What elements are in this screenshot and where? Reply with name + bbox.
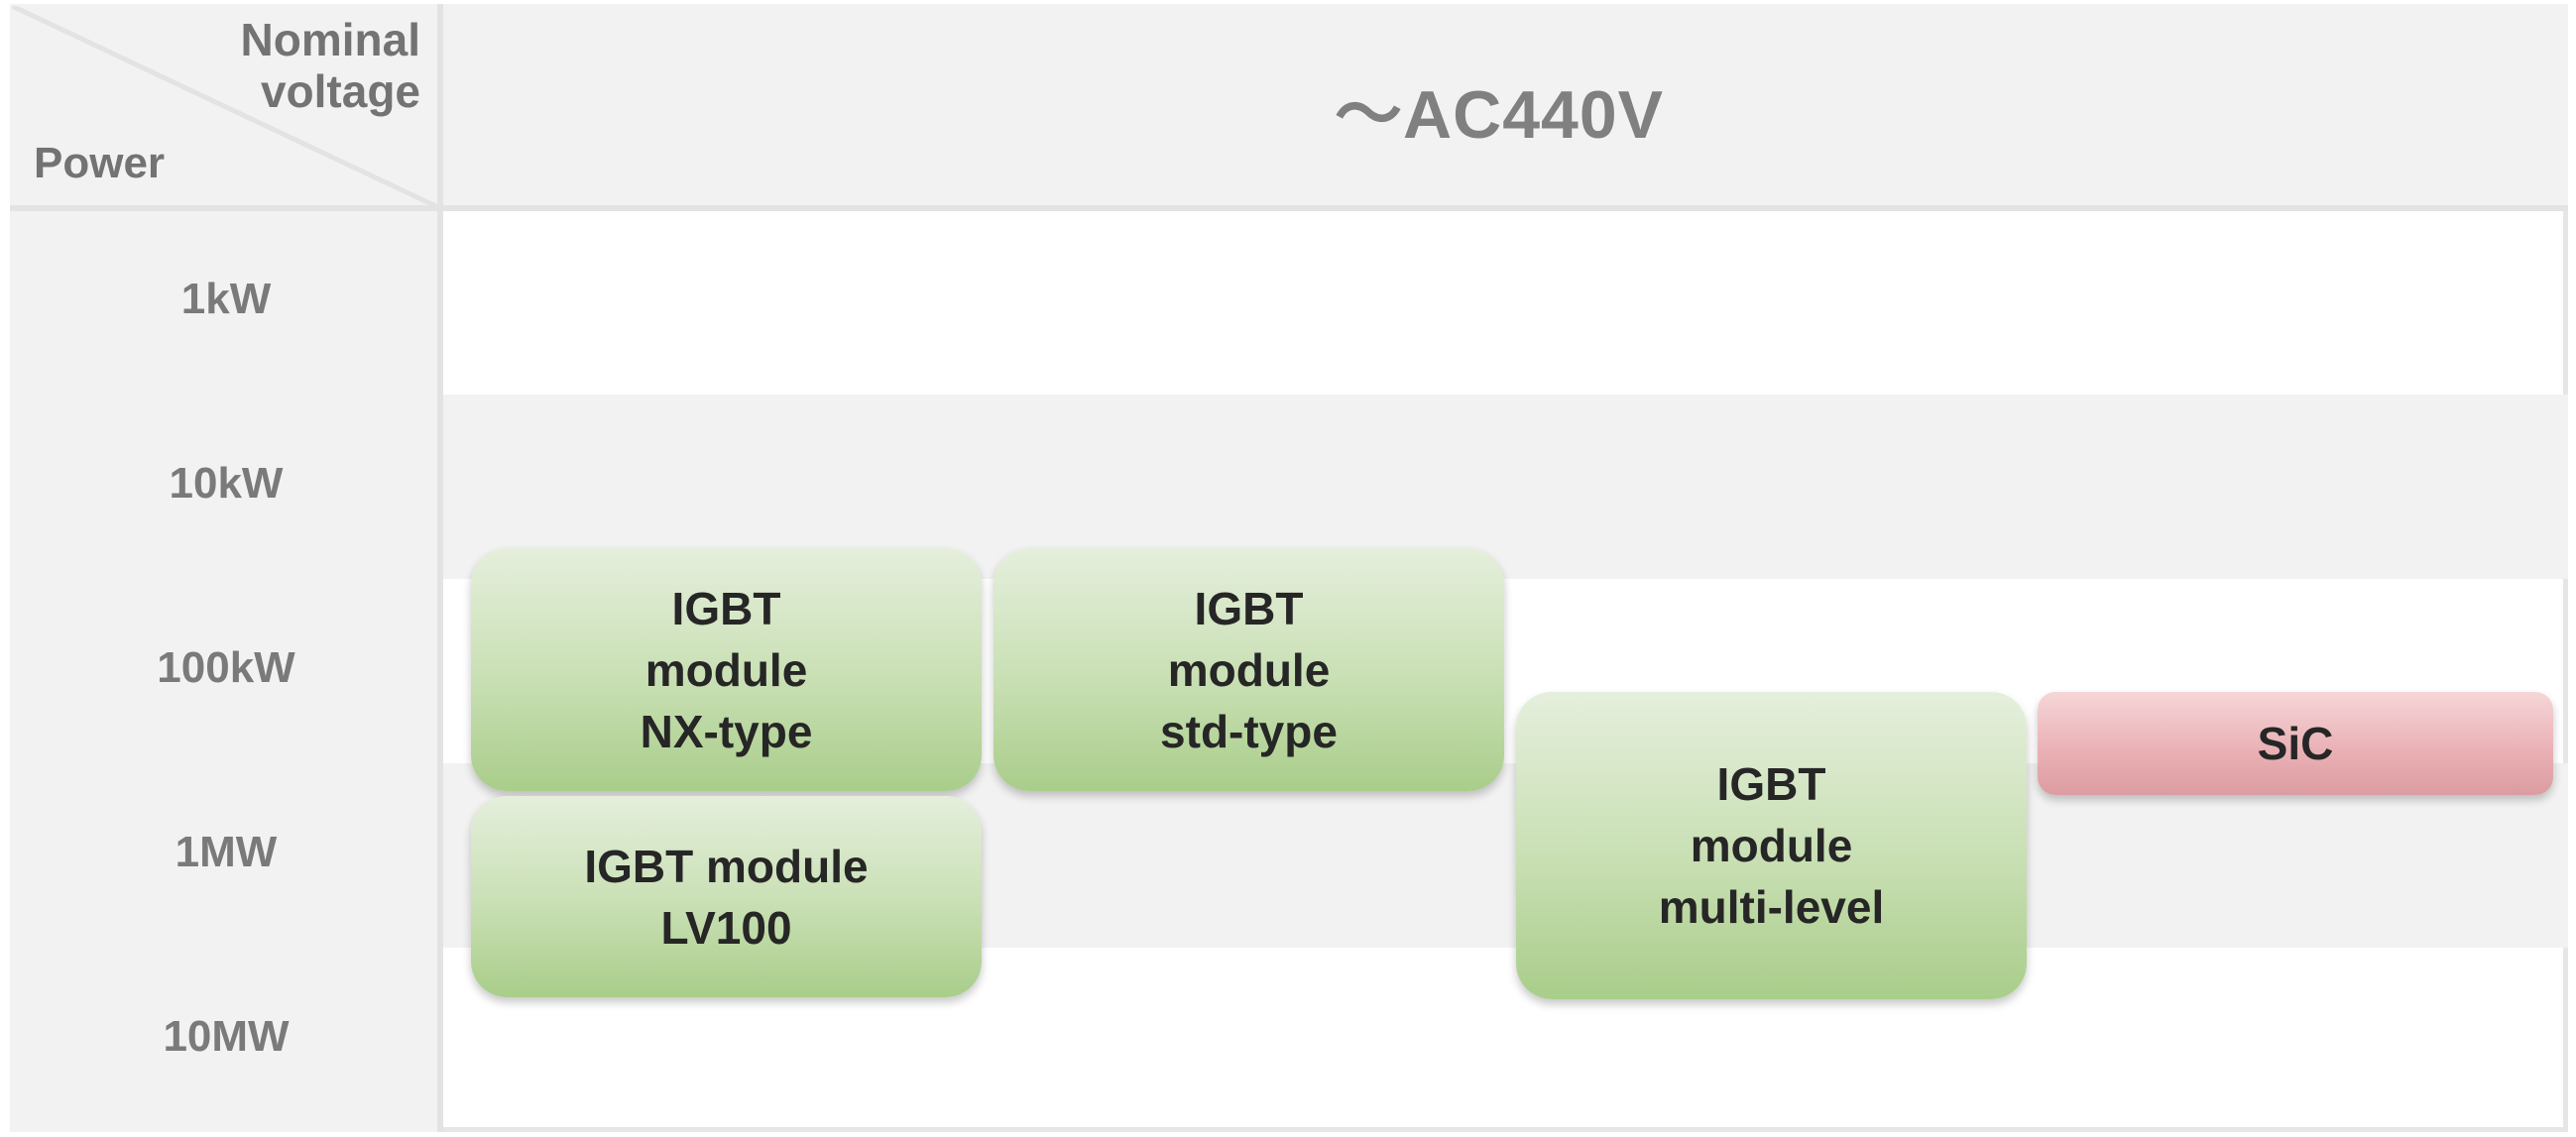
igbt-nx-line2: module: [644, 643, 808, 696]
voltage-title: ～AC440V: [1335, 77, 1665, 153]
igbt-lv100-line1: IGBT module: [584, 840, 869, 892]
igbt-std-line3: std-type: [1160, 705, 1338, 757]
sic-label: SiC: [2257, 718, 2334, 769]
horizontal-divider: [10, 205, 2568, 211]
igbt-multi-level-box: IGBT module multi-level: [1516, 692, 2027, 999]
header-right-cell: [442, 4, 2568, 210]
row-label-10kw: 10kW: [169, 459, 284, 508]
igbt-nx-line1: IGBT: [671, 582, 781, 634]
corner-header-voltage: Nominal voltage: [241, 14, 420, 117]
igbt-std-line2: module: [1167, 643, 1331, 696]
igbt-nx-line3: NX-type: [640, 705, 813, 757]
row-label-10mw: 10MW: [163, 1012, 290, 1061]
igbt-nx-type-box: IGBT module NX-type: [471, 548, 982, 791]
vertical-divider: [437, 4, 443, 1132]
row-label-column: [10, 210, 442, 1132]
corner-diagonal-line: [12, 6, 440, 208]
igbt-std-line1: IGBT: [1194, 582, 1304, 634]
igbt-multilevel-line3: multi-level: [1658, 881, 1885, 933]
corner-header-power: Power: [34, 139, 166, 187]
row-label-1mw: 1MW: [175, 828, 278, 876]
igbt-lv100-line2: LV100: [660, 901, 792, 954]
corner-header-line1: Nominal: [240, 14, 420, 65]
row-label-1kw: 1kW: [180, 275, 272, 323]
igbt-lv100-box: IGBT module LV100: [471, 796, 982, 997]
igbt-multilevel-line1: IGBT: [1716, 758, 1826, 810]
row-label-100kw: 100kW: [157, 643, 295, 692]
igbt-multilevel-line2: module: [1690, 820, 1853, 871]
corner-header-line2: voltage: [260, 65, 420, 117]
sic-box: SiC: [2038, 692, 2553, 795]
igbt-std-type-box: IGBT module std-type: [994, 548, 1504, 791]
